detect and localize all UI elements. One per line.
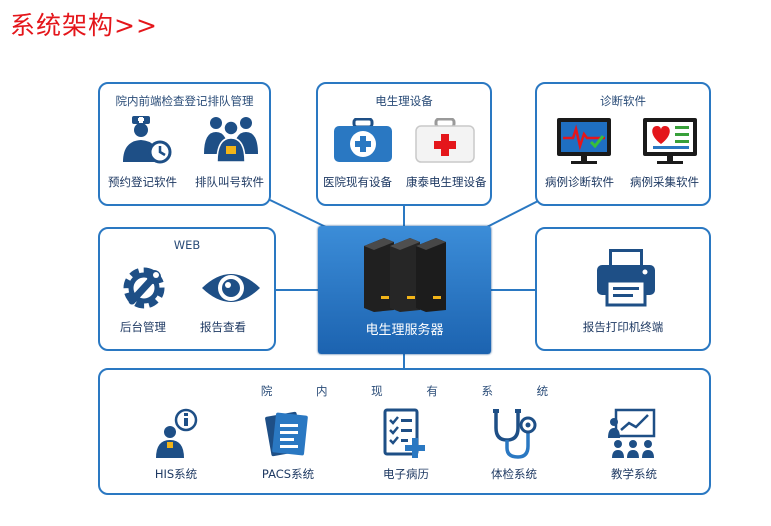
hospital-item-emr: 电子病历 [383, 467, 429, 481]
his-info-icon [156, 408, 198, 458]
pacs-document-icon [265, 411, 308, 457]
web-title: WEB [173, 238, 201, 252]
server-box: 电生理服务器 [318, 226, 491, 354]
diagnosis-left-label: 病例诊断软件 [545, 175, 614, 189]
gear-wrench-icon [123, 267, 165, 309]
diagnosis-title: 诊断软件 [600, 94, 646, 108]
server-label: 电生理服务器 [365, 323, 444, 338]
page-title: 系统架构>> [10, 11, 158, 40]
hospital-item-his: HIS系统 [154, 467, 198, 481]
connector-registration [269, 199, 331, 230]
registration-left-label: 预约登记软件 [108, 175, 177, 189]
devices-title: 电生理设备 [375, 94, 433, 108]
registration-box: 院内前端检查登记排队管理 预约登记软件 排队叫号软件 [98, 82, 271, 206]
eye-icon [202, 274, 260, 302]
stethoscope-icon [493, 409, 537, 459]
doctor-clock-icon [123, 116, 172, 164]
ecg-monitor-icon [557, 118, 611, 164]
web-left-label: 后台管理 [120, 320, 166, 334]
hospital-systems-title: 院 内 现 有 系 统 [260, 384, 569, 398]
connector-diagnosis [482, 199, 541, 230]
devices-right-label: 康泰电生理设备 [406, 175, 487, 189]
printer-label: 报告打印机终端 [582, 320, 664, 334]
queue-people-icon [204, 117, 258, 163]
hospital-item-teaching: 教学系统 [611, 467, 657, 481]
diagnosis-right-label: 病例采集软件 [630, 175, 699, 189]
white-medkit-icon [415, 118, 475, 163]
blue-medkit-icon [334, 118, 392, 162]
medical-record-icon [383, 408, 425, 458]
web-box: WEB 后台管理 报告查看 [98, 227, 276, 351]
web-right-label: 报告查看 [200, 320, 246, 334]
printer-icon [597, 249, 655, 307]
hospital-systems-box: 院 内 现 有 系 统 HIS系统 PACS系统 电子病历 体检系统 [98, 368, 711, 495]
hospital-item-checkup: 体检系统 [491, 467, 537, 481]
diagnosis-box: 诊断软件 病例诊断软件 病例采集软件 [535, 82, 711, 206]
teaching-icon [608, 408, 656, 458]
registration-title: 院内前端检查登记排队管理 [115, 94, 254, 108]
devices-box: 电生理设备 医院现有设备 康泰电生理设备 [316, 82, 492, 206]
server-rack-icon [364, 238, 446, 312]
printer-box: 报告打印机终端 [535, 227, 711, 351]
record-monitor-icon [643, 118, 697, 164]
registration-right-label: 排队叫号软件 [195, 175, 264, 189]
devices-left-label: 医院现有设备 [323, 175, 392, 189]
hospital-item-pacs: PACS系统 [261, 467, 315, 481]
